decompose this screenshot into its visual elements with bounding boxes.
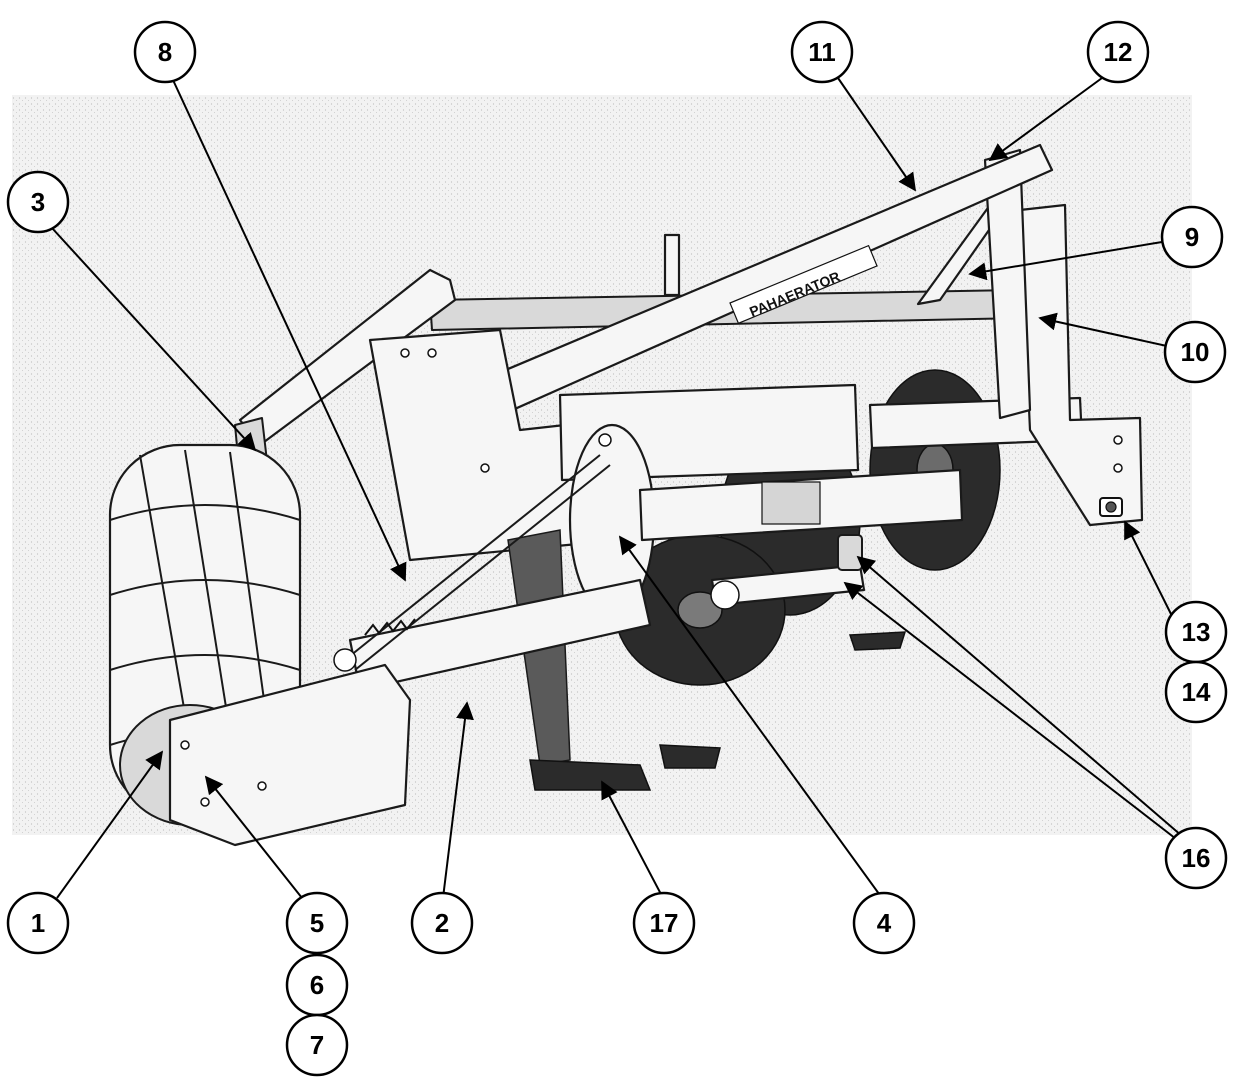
callout-13: 13 (1164, 600, 1228, 664)
callout-1-label: 1 (31, 908, 45, 938)
tension-rod (344, 454, 601, 661)
callout-12-label: 12 (1104, 37, 1133, 67)
wing-point-b (848, 631, 907, 651)
callout-4-label: 4 (877, 908, 892, 938)
callout-2-label: 2 (435, 908, 449, 938)
bracket-bolt-c (200, 797, 210, 807)
callout-11-label: 11 (808, 37, 836, 67)
callout-10: 10 (1163, 320, 1227, 384)
coil-spring (364, 618, 416, 636)
callout-14: 14 (1164, 660, 1228, 724)
frame-bolt-a (400, 348, 410, 358)
leader-16b (856, 555, 1183, 837)
decal-plate (729, 244, 878, 325)
callout-10-label: 10 (1181, 337, 1210, 367)
bracket-bolt-d (333, 648, 357, 672)
callout-3-label: 3 (31, 187, 45, 217)
callout-7: 7 (285, 1013, 349, 1077)
leader-1 (56, 750, 164, 899)
roller-bracket (168, 663, 412, 847)
leader-11 (837, 77, 917, 192)
callout-17: 17 (632, 891, 696, 955)
callout-8-label: 8 (158, 37, 172, 67)
callout-9-label: 9 (1185, 222, 1199, 252)
callout-7-label: 7 (310, 1030, 324, 1060)
callout-6: 6 (285, 953, 349, 1017)
tension-rod-lower (354, 464, 611, 671)
leader-3 (51, 227, 257, 452)
leader-12 (988, 77, 1103, 162)
callout-11: 11 (790, 20, 854, 84)
leader-2 (442, 701, 474, 899)
hitch-pin (1099, 497, 1123, 517)
shank-point (529, 759, 652, 791)
callout-16: 16 (1164, 826, 1228, 890)
callout-17-label: 17 (650, 908, 679, 938)
callout-9: 9 (1160, 205, 1224, 269)
frame-bolt-b (427, 348, 437, 358)
leader-16a (843, 581, 1181, 843)
callout-8: 8 (133, 20, 197, 84)
callout-14-label: 14 (1182, 677, 1211, 707)
callout-6-label: 6 (310, 970, 324, 1000)
frame-bolt-c (480, 463, 490, 473)
callout-1: 1 (6, 891, 70, 955)
wing-point-a (659, 744, 721, 769)
bracket-bolt-b (257, 781, 267, 791)
disc-arm-pivot (710, 580, 740, 610)
leader-17 (601, 780, 664, 899)
callout-13-label: 13 (1182, 617, 1211, 647)
nameplate (761, 481, 821, 525)
coulter-disc-rear (869, 369, 1001, 571)
hitch-plate (1018, 203, 1144, 527)
upright-post (663, 233, 681, 297)
hitch-bolt-lower (1113, 463, 1123, 473)
leader-9 (968, 241, 1163, 281)
leader-8 (172, 79, 407, 582)
leader-13 (1124, 520, 1176, 623)
leader-4 (618, 535, 883, 899)
leader-5 (204, 775, 303, 899)
aerator-machine: PAHAERATOR (108, 143, 1144, 847)
callout-5: 5 (285, 891, 349, 955)
callout-5-label: 5 (310, 908, 324, 938)
spring-cylinder (837, 534, 863, 571)
callout-4: 4 (852, 891, 916, 955)
callout-2: 2 (410, 891, 474, 955)
hitch-bolt-upper (1113, 435, 1123, 445)
leader-10 (1038, 312, 1177, 349)
leader-lines (51, 77, 1183, 899)
callout-12: 12 (1086, 20, 1150, 84)
callout-3: 3 (6, 170, 70, 234)
callout-16-label: 16 (1182, 843, 1211, 873)
bracket-bolt-a (180, 740, 190, 750)
